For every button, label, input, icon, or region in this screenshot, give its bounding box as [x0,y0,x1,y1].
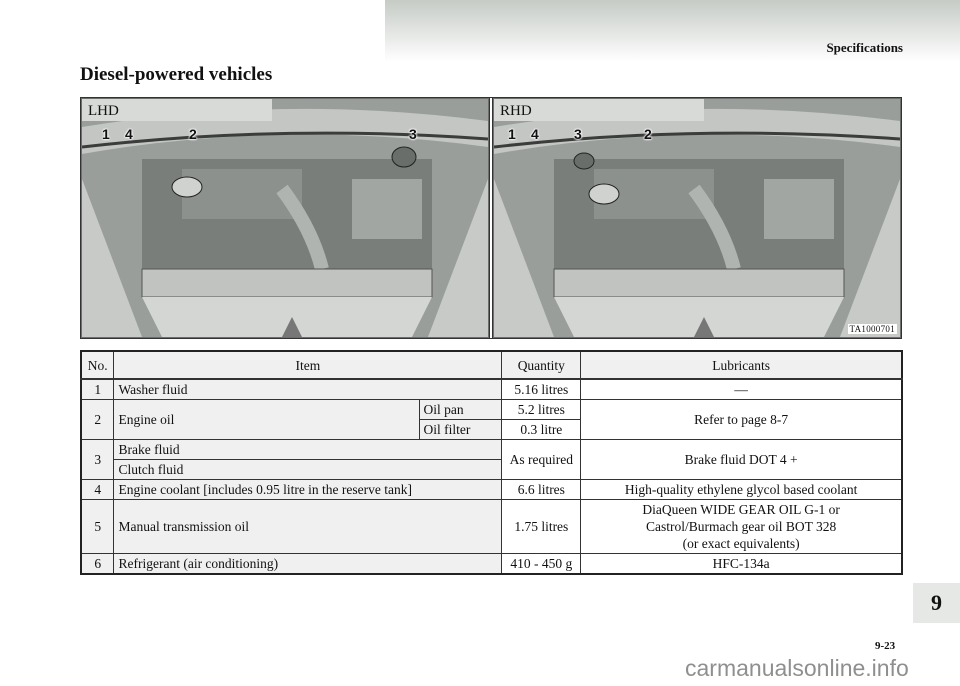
section-title: Diesel-powered vehicles [80,64,273,85]
row-item: Washer fluid [113,378,503,400]
callout-3: 3 [409,126,417,142]
table-row: 3 Brake fluid As required Brake fluid DO… [80,439,903,480]
row-quantity: As required [501,439,582,480]
row-lubricant: — [580,378,903,400]
engine-bay-illustration [82,99,488,337]
table-row: Oil filter 0.3 litre [81,419,902,440]
header-title: Specifications [826,40,903,55]
row-subitem: Oil pan [418,399,503,420]
row-item: Clutch fluid [113,459,503,480]
lubricant-line: (or exact equivalents) [682,536,800,551]
callout-1: 1 [508,126,516,142]
row-item: Engine coolant [includes 0.95 litre in t… [113,479,503,500]
row-lubricant: HFC-134a [580,553,903,575]
col-header-item: Item [113,350,503,380]
row-quantity: 1.75 litres [501,499,582,554]
engine-bay-illustration [494,99,900,337]
row-lubricant: DiaQueen WIDE GEAR OIL G-1 or Castrol/Bu… [580,499,903,554]
engine-bay-figure: LHD 1 4 2 3 RHD 1 4 3 2 TA1000701 [80,97,902,339]
row-quantity: 6.6 litres [501,479,582,500]
lubricants-table: No. Item Quantity Lubricants 1 Washer fl… [80,350,903,575]
row-lubricant: High-quality ethylene glycol based coola… [580,479,903,500]
row-no: 4 [80,479,115,500]
rhd-label: RHD [500,103,532,119]
header-band [385,0,960,62]
watermark: carmanualsonline.info [685,655,909,681]
callout-4: 4 [531,126,539,142]
callout-4: 4 [125,126,133,142]
row-item: Manual transmission oil [113,499,503,554]
row-quantity: 5.2 litres [501,399,582,420]
page-number: 9-23 [875,640,896,652]
figure-code: TA1000701 [847,324,897,334]
col-header-lubricants: Lubricants [580,350,903,380]
table-header-row: No. Item Quantity Lubricants [80,350,903,380]
row-item: Refrigerant (air conditioning) [113,553,503,575]
callout-2: 2 [644,126,652,142]
row-lubricant: Refer to page 8-7 [580,399,903,440]
callout-1: 1 [102,126,110,142]
table-row: 6 Refrigerant (air conditioning) 410 - 4… [80,553,903,575]
row-item: Brake fluid [113,439,503,460]
engine-bay-rhd-panel: RHD 1 4 3 2 TA1000701 [494,99,900,337]
table-row: 2 Engine oil Oil pan 5.2 litres Refer to… [80,399,903,440]
engine-bay-lhd-panel: LHD 1 4 2 3 [82,99,488,337]
table-row: 4 Engine coolant [includes 0.95 litre in… [80,479,903,500]
lubricant-line: DiaQueen WIDE GEAR OIL G-1 or [642,502,840,517]
callout-2: 2 [189,126,197,142]
panel-divider [489,98,493,338]
callout-3: 3 [574,126,582,142]
lubricant-line: Castrol/Burmach gear oil BOT 328 [646,519,837,534]
row-no: 2 [80,399,115,440]
row-quantity: 410 - 450 g [501,553,582,575]
row-quantity: 5.16 litres [501,378,582,400]
row-item: Engine oil [113,399,420,440]
row-no: 1 [80,378,115,400]
row-lubricant: Brake fluid DOT 4 + [580,439,903,480]
col-header-no: No. [80,350,115,380]
row-no: 3 [80,439,115,480]
row-quantity: 0.3 litre [501,419,582,440]
table-row: Clutch fluid [81,459,902,480]
chapter-tab: 9 [913,583,960,623]
row-no: 5 [80,499,115,554]
row-subitem: Oil filter [418,419,503,440]
table-row: 5 Manual transmission oil 1.75 litres Di… [80,499,903,554]
lhd-label: LHD [88,103,119,119]
row-no: 6 [80,553,115,575]
col-header-quantity: Quantity [501,350,582,380]
table-row: 1 Washer fluid 5.16 litres — [80,378,903,400]
